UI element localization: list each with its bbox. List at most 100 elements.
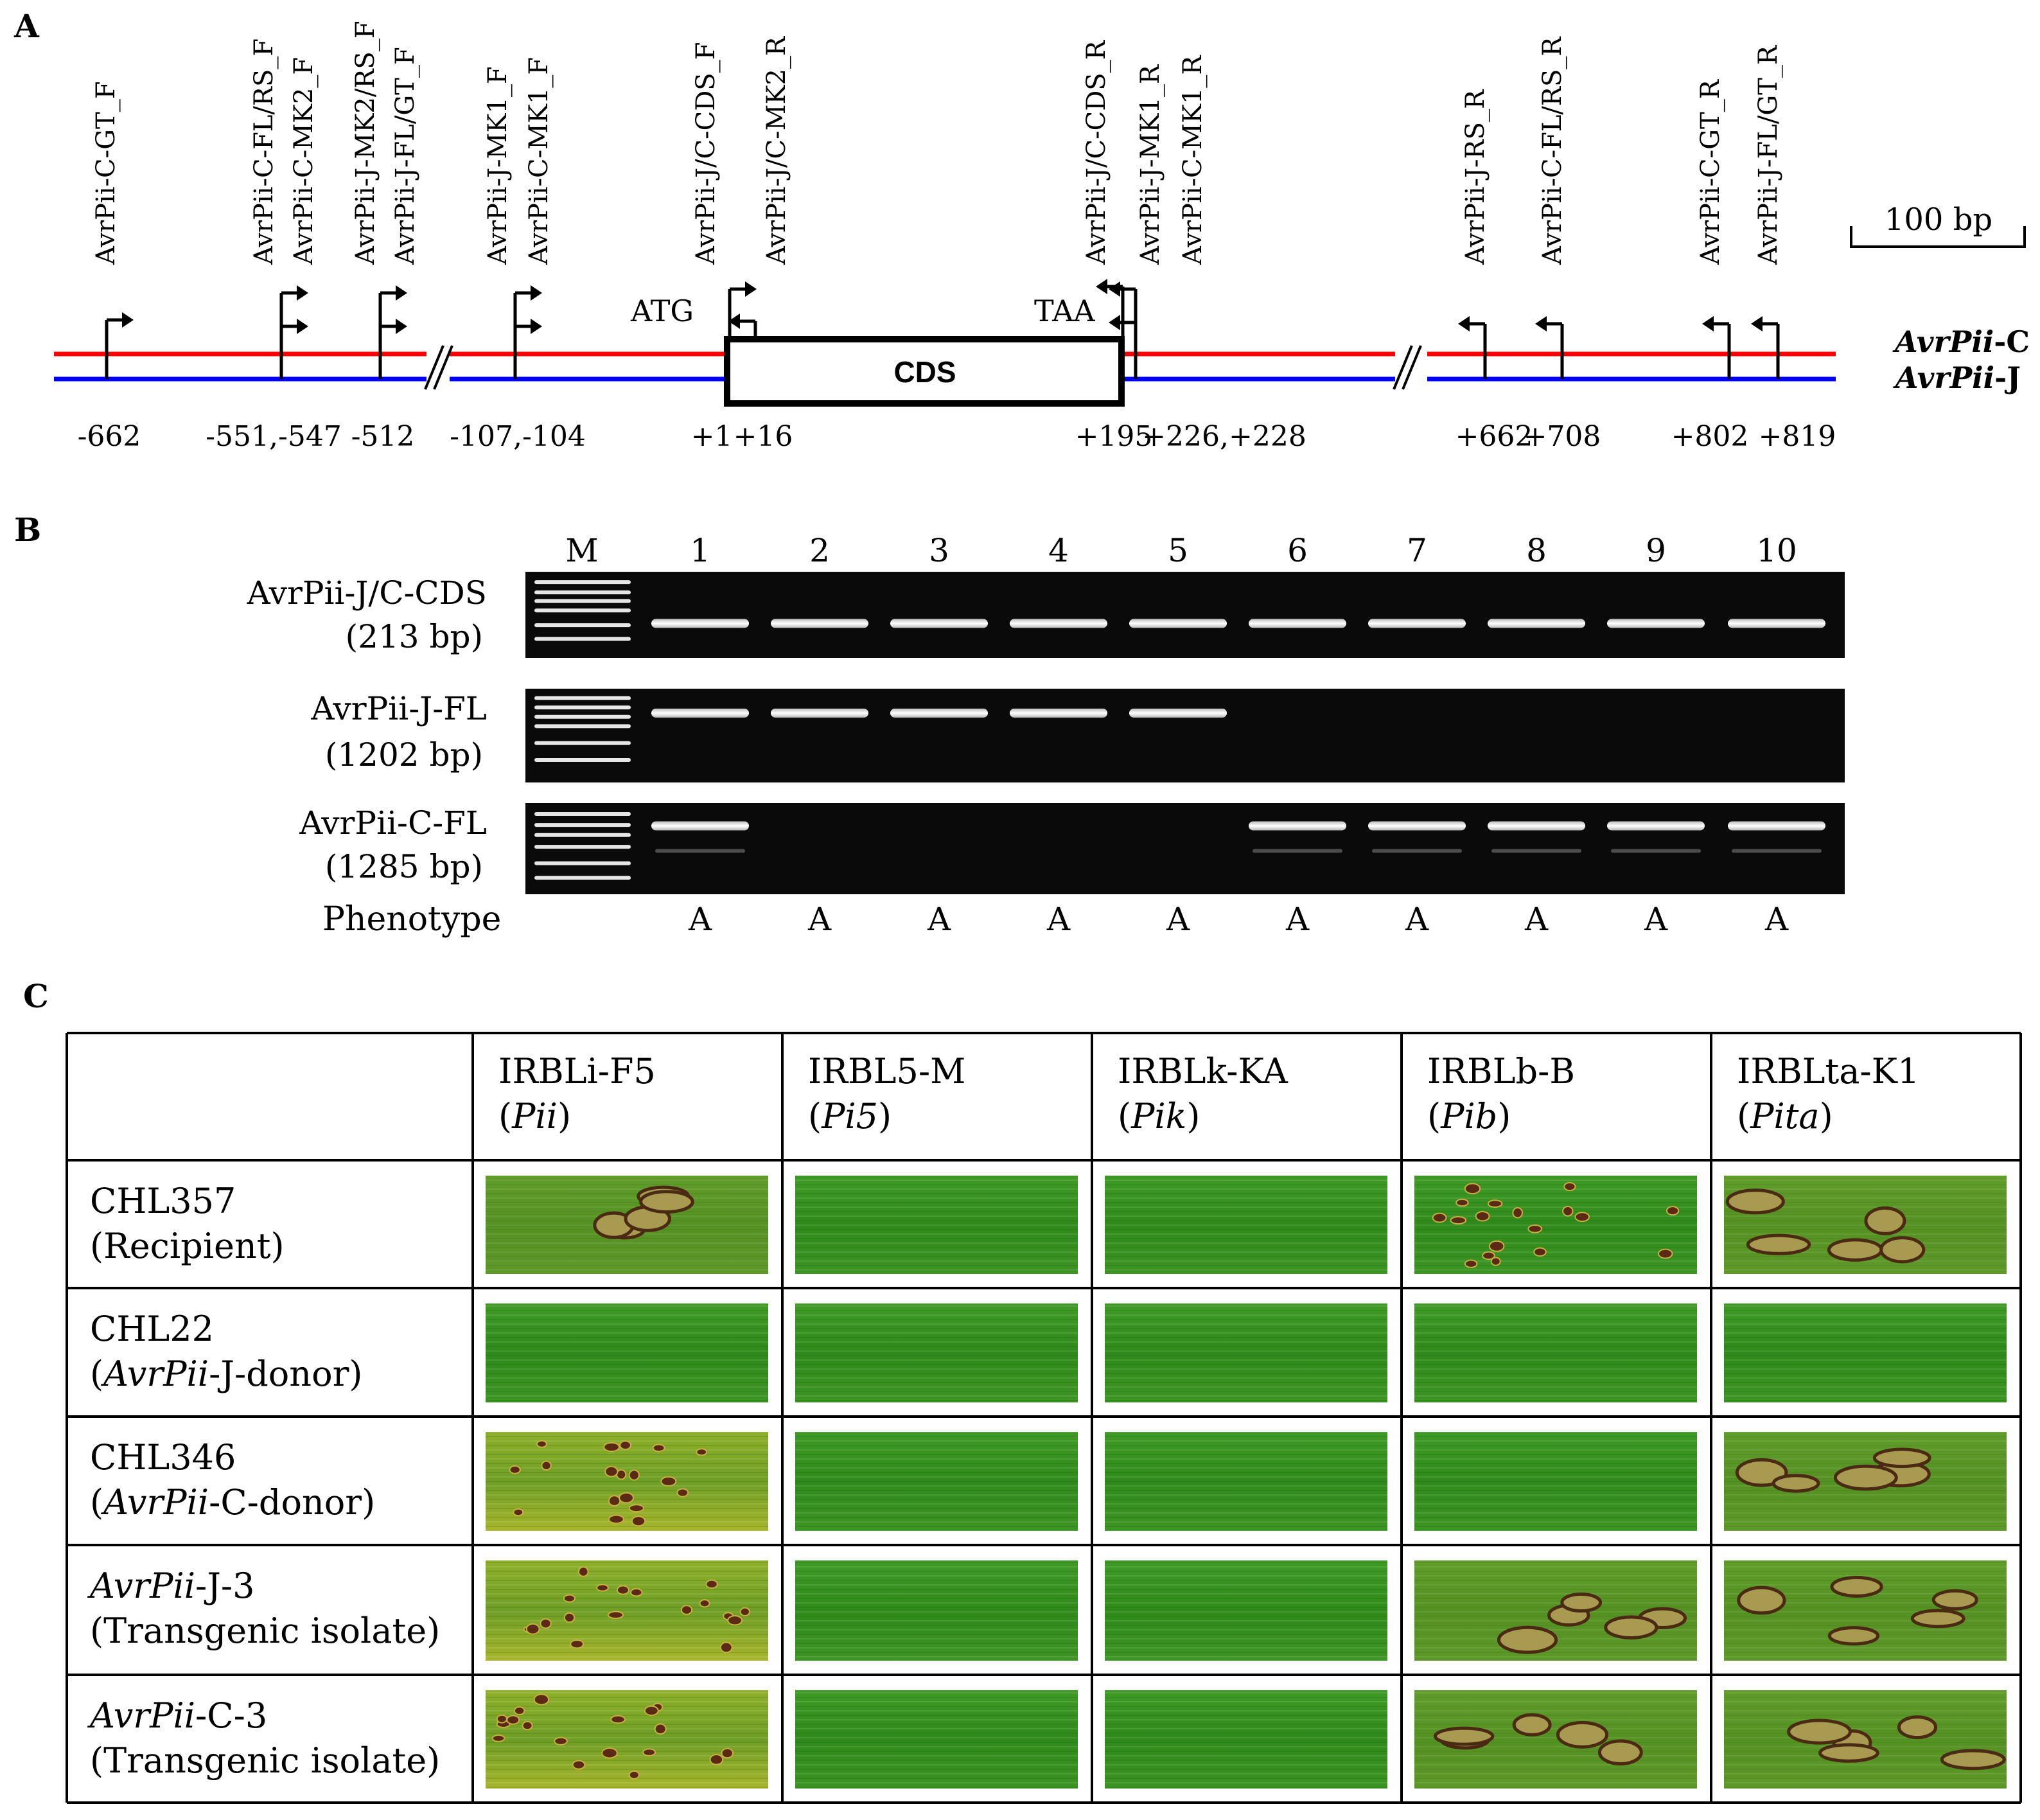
column-header-line: IRBLb-B: [1427, 1051, 1575, 1091]
lesion-spot: [652, 1444, 665, 1453]
stop-codon-label: TAA: [1034, 294, 1095, 328]
lesion-spot: [604, 1465, 619, 1478]
primer-arrow: [513, 285, 542, 379]
gel-band: [1249, 821, 1346, 831]
position-label: +1: [691, 420, 733, 453]
lesion-spot: [696, 1448, 708, 1456]
ladder-band: [534, 623, 631, 628]
primer-arrow: [728, 314, 757, 339]
leaf-image: [1724, 1690, 2007, 1789]
gel-band: [651, 821, 749, 831]
lesion-spot: [1482, 1251, 1495, 1260]
gel-label-cds: AvrPii-J/C-CDS: [247, 574, 487, 612]
primer-label: AvrPii-C-MK1_R: [1178, 55, 1208, 265]
row-label-line2: (Transgenic isolate): [90, 1611, 440, 1651]
gel-band: [771, 708, 868, 718]
position-label: -107,-104: [450, 420, 586, 453]
ladder-band: [534, 705, 631, 710]
leaf-image: [1724, 1432, 2007, 1531]
lesion-spot: [603, 1442, 620, 1453]
column-header-gene: (Pib): [1427, 1096, 1511, 1136]
primer-arrow: [378, 285, 407, 379]
primer-arrow: [279, 319, 308, 379]
gel-band: [1607, 619, 1705, 628]
gel-image: [525, 572, 1845, 658]
primer-label: AvrPii-J-MK1_F: [483, 66, 513, 265]
phenotype-value: A: [1405, 901, 1429, 938]
phenotype-label: Phenotype: [322, 900, 501, 939]
lesion-spot: [630, 1588, 643, 1597]
phenotype-value: A: [688, 901, 712, 938]
lesion-spot: [491, 1734, 506, 1742]
row-label-line2: (Recipient): [90, 1226, 285, 1266]
leaf-image: [1414, 1432, 1697, 1531]
column-header-gene: (Pii): [498, 1096, 571, 1136]
leaf-image: [1105, 1690, 1387, 1789]
position-label: +819: [1759, 420, 1836, 453]
leaf-image: [1105, 1560, 1387, 1661]
position-label: +195: [1075, 420, 1153, 453]
lesion-spot: [676, 1488, 689, 1498]
lesion-large: [1556, 1720, 1609, 1749]
lesion-large: [1897, 1715, 1938, 1740]
leaf-image: [486, 1690, 768, 1789]
primer-arrow: [105, 312, 134, 379]
lesion-large: [1772, 1474, 1820, 1493]
gel-band-faint: [1732, 849, 1822, 853]
leaf-image: [1105, 1176, 1387, 1274]
lesion-spot: [563, 1612, 576, 1623]
lesion-spot: [513, 1508, 524, 1517]
primer-label: AvrPii-C-MK1_F: [524, 57, 554, 265]
lesion-spot: [608, 1514, 624, 1524]
row-label-line2: (Transgenic isolate): [90, 1740, 440, 1781]
gel-band: [1368, 619, 1466, 628]
leaf-image: [795, 1432, 1078, 1531]
lane-number: 7: [1407, 532, 1427, 569]
gel-band: [1728, 619, 1825, 628]
lesion-large: [1597, 1739, 1643, 1766]
lesion-spot: [525, 1623, 540, 1635]
ladder-band: [534, 876, 631, 880]
lesion-spot: [496, 1714, 507, 1724]
ladder-band: [534, 580, 631, 585]
lesion-spot: [541, 1460, 552, 1471]
lesion-spot: [1533, 1247, 1547, 1257]
ladder-band: [534, 724, 631, 729]
primer-arrow: [279, 285, 308, 379]
table-header: IRBLi-F5(Pii)IRBL5-M(Pi5)IRBLk-KA(Pik)IR…: [498, 1051, 1919, 1136]
lesion-spot: [1574, 1212, 1590, 1223]
lesion-large: [1746, 1233, 1811, 1255]
gel-band: [1129, 708, 1227, 718]
lesion-spot: [721, 1747, 734, 1759]
lesion-spot: [631, 1515, 646, 1527]
gel-band: [1010, 708, 1107, 718]
primer-label: AvrPii-J-RS_R: [1461, 89, 1490, 265]
lesion-spot: [572, 1760, 586, 1770]
ladder-band: [534, 714, 631, 719]
gel-band: [1010, 619, 1107, 628]
lesion-spot: [705, 1579, 718, 1589]
lesion-spot: [601, 1747, 618, 1759]
lesion-spot: [563, 1594, 576, 1603]
lane-number: 3: [929, 532, 949, 569]
lesion-large: [1512, 1713, 1552, 1736]
position-label: -662: [78, 420, 141, 453]
lesion-spot: [506, 1715, 520, 1725]
lesion-spot: [1488, 1240, 1505, 1252]
lesion-spot: [1455, 1198, 1469, 1207]
gel-image: [525, 803, 1845, 894]
position-label: -512: [351, 420, 415, 453]
lesion-large: [1735, 1458, 1788, 1487]
ladder-band: [534, 590, 631, 595]
ladder-band: [534, 608, 631, 613]
lesion-spot: [739, 1607, 750, 1617]
phenotype-value: A: [1524, 901, 1549, 938]
lesion-spot: [680, 1605, 693, 1615]
column-header-line: IRBL5-M: [808, 1051, 965, 1091]
lesion-spot: [727, 1615, 743, 1626]
lesion-spot: [1450, 1215, 1467, 1225]
lesion-spot: [628, 1469, 640, 1481]
gel-size-c-fl: (1285 bp): [325, 848, 483, 885]
lesion-spot: [1666, 1206, 1680, 1216]
